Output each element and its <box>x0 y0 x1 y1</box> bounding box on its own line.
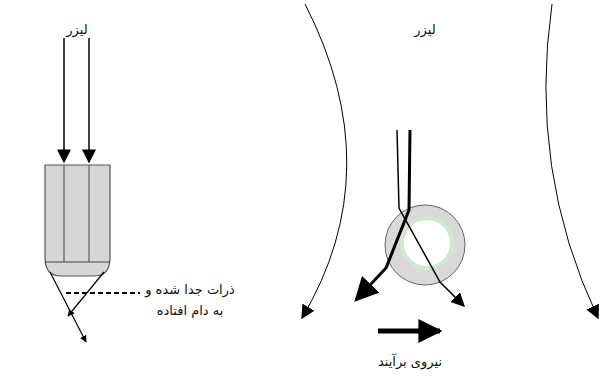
objective-lens <box>45 165 110 276</box>
beam-edge <box>546 4 598 318</box>
resultant-force-arrow <box>378 329 440 334</box>
refracted-rays <box>356 130 464 306</box>
trapped-particles-label: ذرات جدا شده و به دام افتاده <box>142 280 238 322</box>
particle <box>385 205 465 285</box>
trap-plane <box>66 292 140 294</box>
lens-beams <box>45 165 110 262</box>
laser-label: لیزر <box>414 20 435 41</box>
laser-label: لیزر <box>66 20 87 41</box>
resultant-force-label: نیروی برآیند <box>376 352 444 373</box>
laser-beams <box>64 38 89 162</box>
beam-edge <box>302 4 347 318</box>
focused-beams <box>50 272 104 342</box>
